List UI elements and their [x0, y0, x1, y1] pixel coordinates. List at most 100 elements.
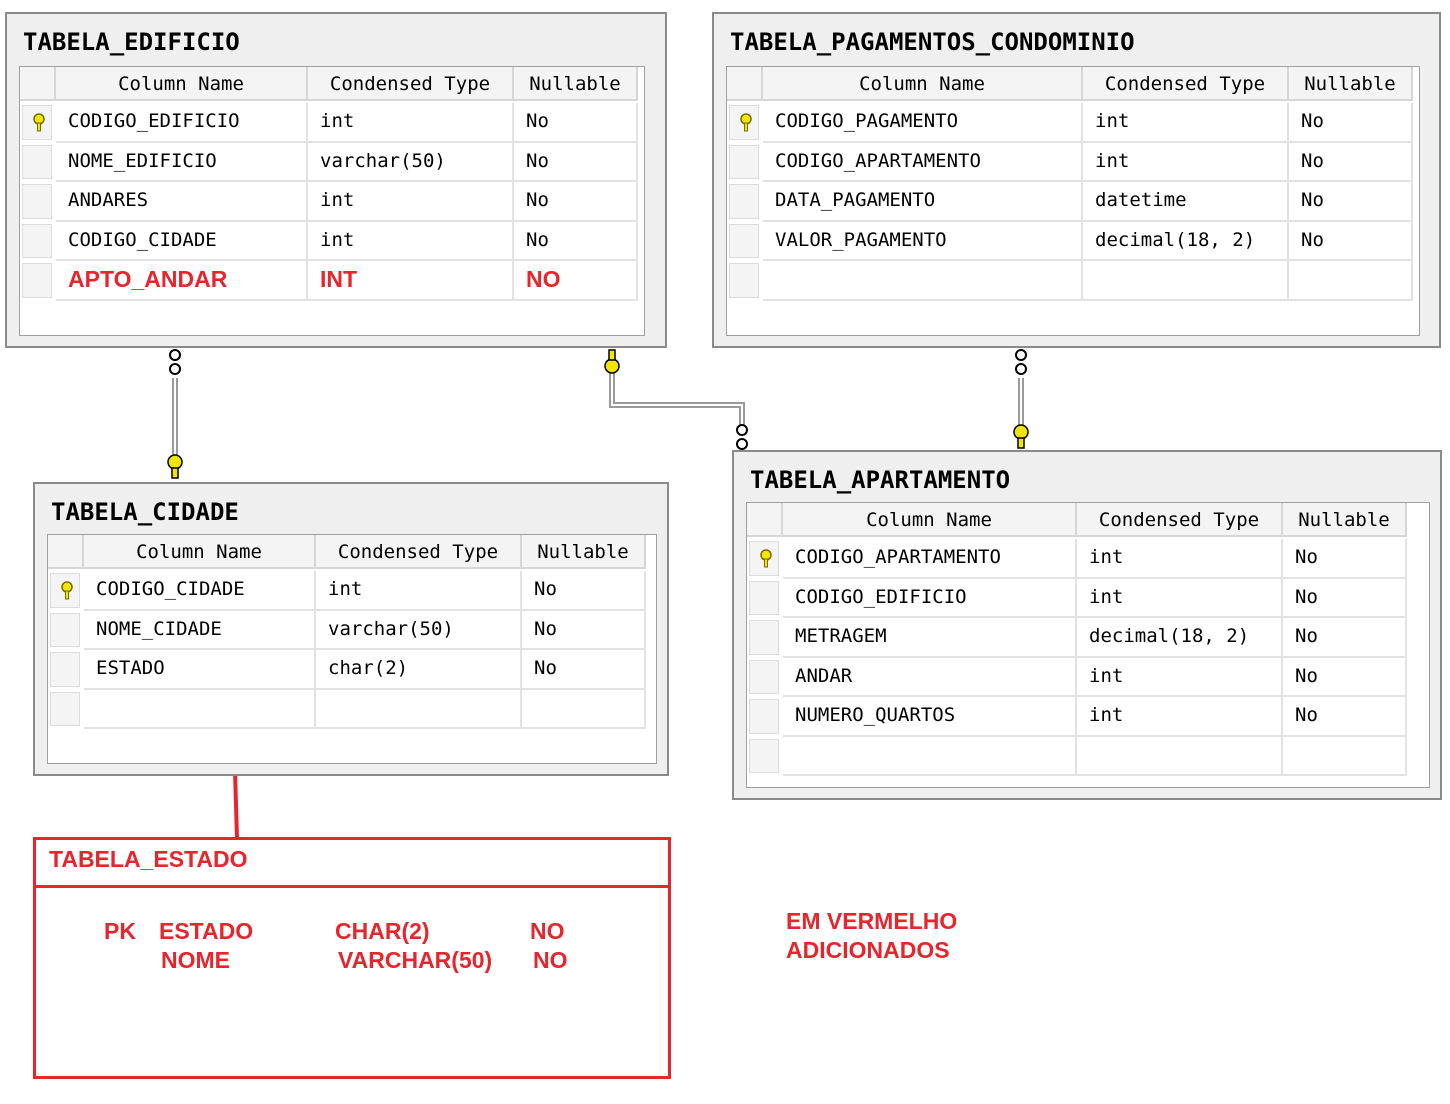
row-selector[interactable]	[729, 223, 759, 258]
cell-condensed-type[interactable]: int	[308, 103, 514, 143]
cell-column-name[interactable]: CODIGO_EDIFICIO	[783, 578, 1077, 618]
row-selector[interactable]	[749, 580, 779, 615]
cell-nullable[interactable]: No	[514, 221, 638, 261]
header-column-name[interactable]: Column Name	[763, 67, 1083, 101]
cell-condensed-type[interactable]: int	[1077, 697, 1283, 737]
row-selector[interactable]	[50, 612, 80, 647]
row-selector[interactable]	[729, 263, 759, 298]
cell-condensed-type[interactable]: decimal(18, 2)	[1083, 221, 1289, 261]
cell-column-name[interactable]: CODIGO_CIDADE	[56, 221, 308, 261]
cell-column-name[interactable]: VALOR_PAGAMENTO	[763, 221, 1083, 261]
row-selector[interactable]	[22, 184, 52, 219]
header-condensed-type[interactable]: Condensed Type	[316, 535, 522, 569]
row-selector[interactable]	[50, 573, 80, 608]
cell-nullable[interactable]: No	[514, 142, 638, 182]
row-selector[interactable]	[749, 659, 779, 694]
cell-nullable[interactable]: No	[514, 182, 638, 222]
cell-nullable[interactable]: No	[522, 610, 646, 650]
cell-nullable[interactable]: No	[1289, 103, 1413, 143]
cell-condensed-type[interactable]: int	[308, 221, 514, 261]
cell-column-name[interactable]: ANDAR	[783, 657, 1077, 697]
header-nullable[interactable]: Nullable	[522, 535, 646, 569]
cell-nullable[interactable]: No	[1289, 182, 1413, 222]
row-selector[interactable]	[22, 263, 52, 298]
row-selector[interactable]	[749, 738, 779, 773]
cell-nullable[interactable]: No	[1283, 657, 1407, 697]
header-row-selector[interactable]	[727, 67, 763, 101]
header-column-name[interactable]: Column Name	[84, 535, 316, 569]
estado-row-2-nullable: NO	[533, 947, 568, 973]
cell-column-name[interactable]	[783, 736, 1077, 776]
cell-column-name[interactable]	[84, 689, 316, 729]
cell-column-name[interactable]: NOME_EDIFICIO	[56, 142, 308, 182]
row-selector[interactable]	[22, 144, 52, 179]
cell-nullable[interactable]: No	[1283, 697, 1407, 737]
cell-column-name[interactable]: DATA_PAGAMENTO	[763, 182, 1083, 222]
header-nullable[interactable]: Nullable	[1283, 503, 1407, 537]
table-pagamentos-condominio[interactable]: TABELA_PAGAMENTOS_CONDOMINIO Column Name…	[712, 12, 1441, 348]
cell-condensed-type[interactable]	[1077, 736, 1283, 776]
header-nullable[interactable]: Nullable	[514, 67, 638, 101]
cell-column-name[interactable]: APTO_ANDAR	[56, 261, 308, 301]
row-selector[interactable]	[729, 184, 759, 219]
cell-condensed-type[interactable]: char(2)	[316, 650, 522, 690]
cell-nullable[interactable]: No	[1283, 539, 1407, 579]
header-row-selector[interactable]	[48, 535, 84, 569]
header-condensed-type[interactable]: Condensed Type	[1083, 67, 1289, 101]
cell-column-name[interactable]: NUMERO_QUARTOS	[783, 697, 1077, 737]
row-selector[interactable]	[749, 541, 779, 576]
cell-column-name[interactable]: NOME_CIDADE	[84, 610, 316, 650]
cell-nullable[interactable]: No	[522, 571, 646, 611]
cell-condensed-type[interactable]	[316, 689, 522, 729]
header-nullable[interactable]: Nullable	[1289, 67, 1413, 101]
header-row-selector[interactable]	[747, 503, 783, 537]
cell-condensed-type[interactable]: int	[1077, 657, 1283, 697]
table-title: TABELA_APARTAMENTO	[750, 466, 1011, 494]
cell-column-name[interactable]: CODIGO_EDIFICIO	[56, 103, 308, 143]
cell-nullable[interactable]: No	[522, 650, 646, 690]
header-column-name[interactable]: Column Name	[783, 503, 1077, 537]
row-selector[interactable]	[729, 144, 759, 179]
cell-column-name[interactable]: CODIGO_CIDADE	[84, 571, 316, 611]
cell-nullable[interactable]: No	[1289, 221, 1413, 261]
cell-condensed-type[interactable]: varchar(50)	[316, 610, 522, 650]
row-selector[interactable]	[749, 620, 779, 655]
cell-nullable[interactable]: No	[1283, 618, 1407, 658]
cell-condensed-type[interactable]: int	[1083, 142, 1289, 182]
cell-condensed-type[interactable]: datetime	[1083, 182, 1289, 222]
row-selector[interactable]	[50, 652, 80, 687]
cell-column-name[interactable]: CODIGO_APARTAMENTO	[783, 539, 1077, 579]
cell-nullable[interactable]: NO	[514, 261, 638, 301]
cell-condensed-type[interactable]: varchar(50)	[308, 142, 514, 182]
cell-column-name[interactable]: METRAGEM	[783, 618, 1077, 658]
cell-column-name[interactable]	[763, 261, 1083, 301]
row-selector[interactable]	[50, 691, 80, 726]
cell-condensed-type[interactable]: int	[316, 571, 522, 611]
cell-nullable[interactable]: No	[514, 103, 638, 143]
header-row-selector[interactable]	[20, 67, 56, 101]
row-selector[interactable]	[22, 223, 52, 258]
cell-condensed-type[interactable]	[1083, 261, 1289, 301]
cell-nullable[interactable]	[1283, 736, 1407, 776]
header-condensed-type[interactable]: Condensed Type	[1077, 503, 1283, 537]
row-selector[interactable]	[749, 699, 779, 734]
cell-condensed-type[interactable]: INT	[308, 261, 514, 301]
cell-nullable[interactable]	[522, 689, 646, 729]
cell-condensed-type[interactable]: int	[1077, 578, 1283, 618]
cell-column-name[interactable]: CODIGO_PAGAMENTO	[763, 103, 1083, 143]
cell-condensed-type[interactable]: int	[1077, 539, 1283, 579]
cell-column-name[interactable]: ANDARES	[56, 182, 308, 222]
header-column-name[interactable]: Column Name	[56, 67, 308, 101]
cell-condensed-type[interactable]: int	[308, 182, 514, 222]
cell-column-name[interactable]: CODIGO_APARTAMENTO	[763, 142, 1083, 182]
cell-nullable[interactable]: No	[1283, 578, 1407, 618]
cell-condensed-type[interactable]: int	[1083, 103, 1289, 143]
cell-condensed-type[interactable]: decimal(18, 2)	[1077, 618, 1283, 658]
header-condensed-type[interactable]: Condensed Type	[308, 67, 514, 101]
cell-nullable[interactable]: No	[1289, 142, 1413, 182]
cell-nullable[interactable]	[1289, 261, 1413, 301]
cell-column-name[interactable]: ESTADO	[84, 650, 316, 690]
